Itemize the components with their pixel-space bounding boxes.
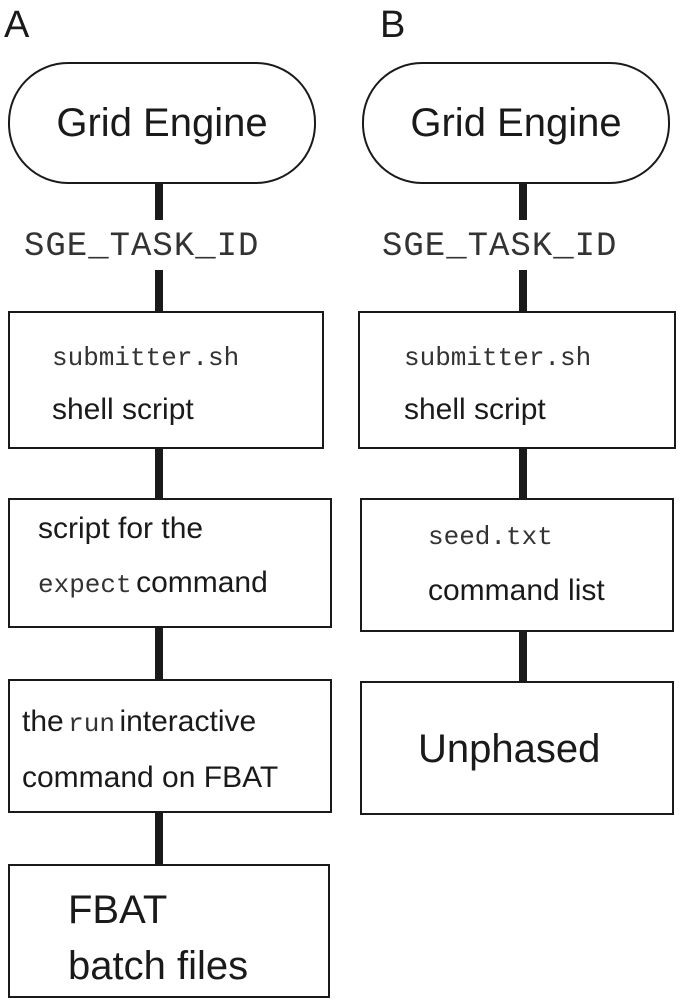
connector-a-2 [155, 270, 163, 312]
run-line-post: interactive [119, 705, 257, 738]
run-command-box: the run interactive command on FBAT [8, 679, 332, 813]
fbat-line1: FBAT [68, 888, 168, 932]
connector-a-4 [155, 628, 163, 680]
panel-b-label: B [380, 4, 406, 46]
connector-a-5 [155, 813, 163, 865]
seed-filename: seed.txt [428, 522, 553, 552]
expect-script-box: script for the expect command [8, 498, 332, 628]
grid-engine-label-a: Grid Engine [56, 100, 268, 145]
grid-engine-terminal-a: Grid Engine [8, 62, 316, 184]
grid-engine-label-b: Grid Engine [410, 100, 622, 145]
seed-desc: command list [428, 574, 605, 607]
panel-a-label: A [4, 4, 30, 46]
expect-command-word: command [136, 566, 268, 599]
submitter-box-a: submitter.sh shell script [8, 311, 324, 449]
grid-engine-terminal-b: Grid Engine [362, 62, 670, 184]
connector-b-2 [519, 270, 527, 312]
submitter-box-b: submitter.sh shell script [358, 311, 676, 449]
submitter-desc-a: shell script [52, 393, 194, 426]
expect-command-name: expect [38, 570, 132, 600]
submitter-filename-a: submitter.sh [52, 343, 240, 373]
run-line2: command on FBAT [22, 761, 279, 794]
fbat-line2: batch files [68, 944, 249, 988]
submitter-filename-b: submitter.sh [404, 343, 592, 373]
seed-txt-box: seed.txt command list [360, 498, 674, 632]
fbat-batch-files-box: FBAT batch files [8, 864, 330, 998]
sge-task-id-label-a: SGE_TASK_ID [24, 228, 260, 266]
sge-task-id-label-b: SGE_TASK_ID [382, 228, 618, 266]
run-command-name: run [68, 709, 115, 739]
run-line-pre: the [22, 705, 64, 738]
connector-a-1 [155, 184, 163, 220]
connector-b-4 [519, 632, 527, 682]
connector-b-3 [519, 449, 527, 499]
submitter-desc-b: shell script [404, 393, 546, 426]
expect-script-line1: script for the [38, 512, 204, 545]
unphased-label: Unphased [418, 727, 601, 771]
connector-b-1 [519, 184, 527, 220]
connector-a-3 [155, 449, 163, 499]
unphased-box: Unphased [360, 681, 674, 815]
